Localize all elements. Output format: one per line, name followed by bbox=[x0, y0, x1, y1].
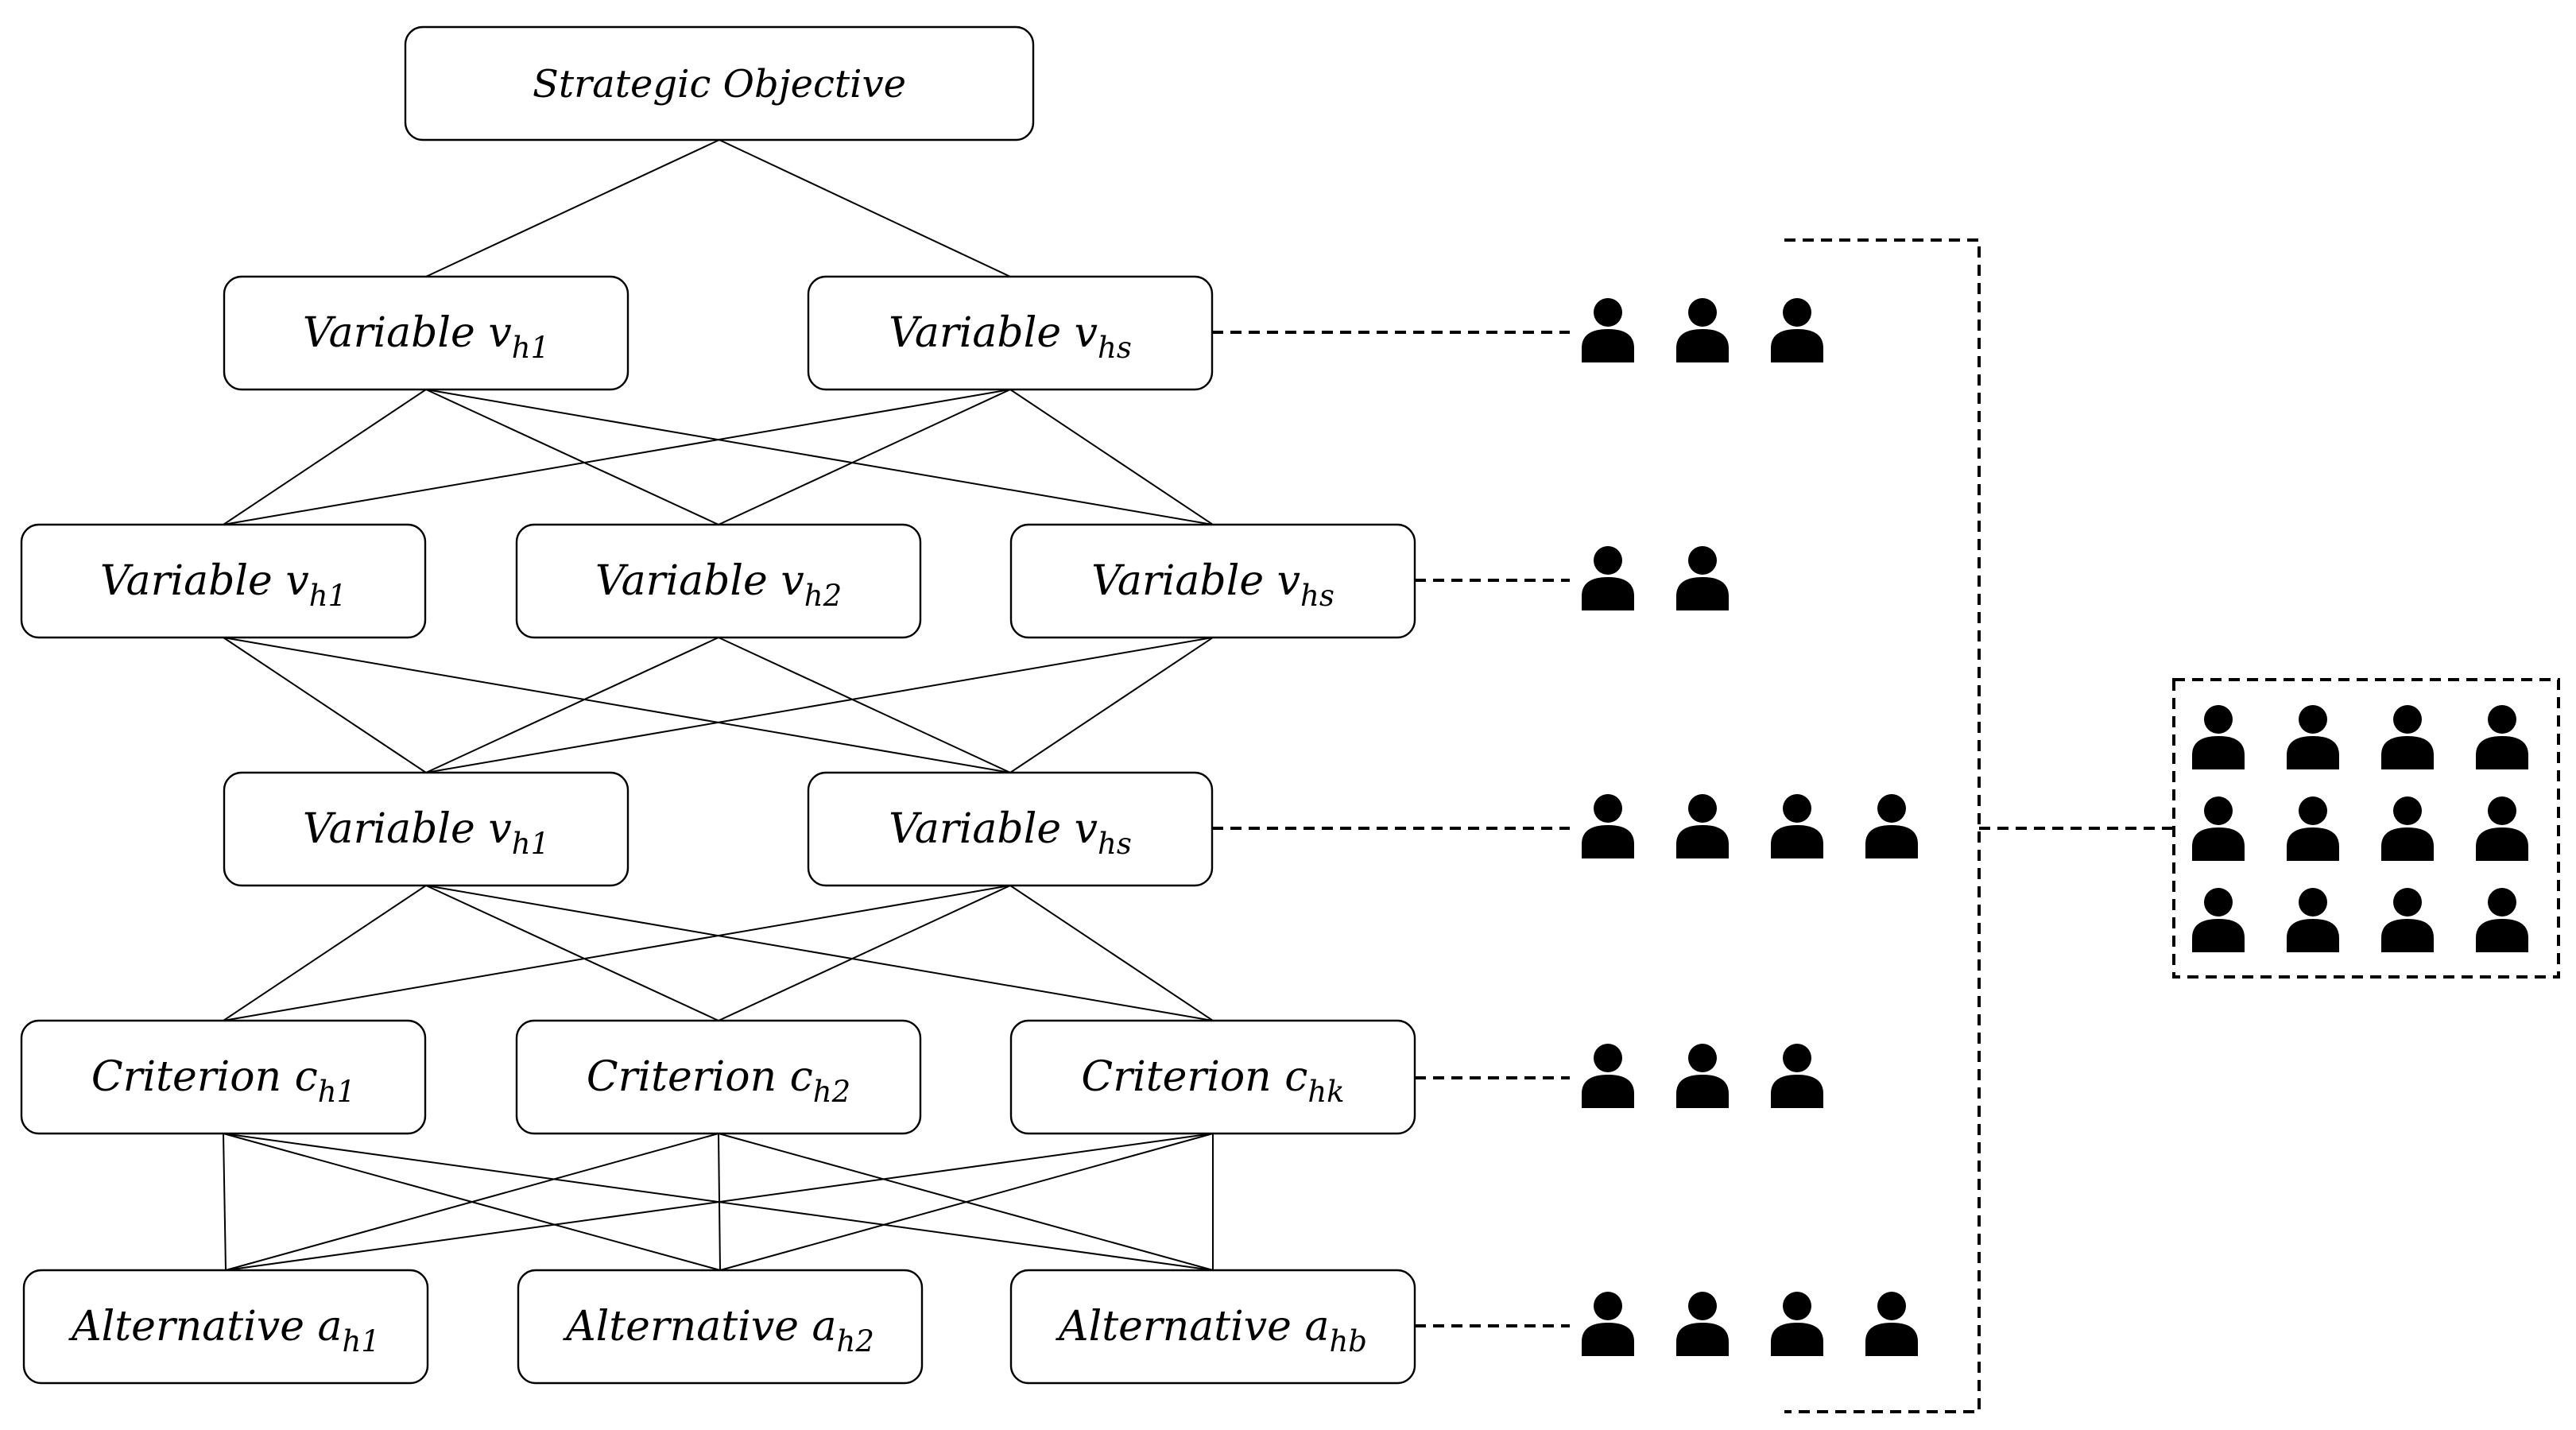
person-icon bbox=[1676, 298, 1729, 362]
level3-variable-label: Variable vhs bbox=[889, 805, 1132, 861]
person-icon bbox=[1865, 1292, 1918, 1356]
participant-groups bbox=[1582, 298, 1918, 1356]
person-icon bbox=[2192, 796, 2245, 861]
participant-bracket bbox=[1784, 238, 1981, 1413]
person-icon bbox=[2192, 888, 2245, 952]
connector-line bbox=[1009, 389, 1214, 525]
person-icon bbox=[1771, 794, 1823, 858]
criterion-label: Criterion chk bbox=[1081, 1053, 1344, 1109]
connector-line bbox=[1009, 637, 1214, 773]
strategic-objective-node: Strategic Objective bbox=[404, 25, 1035, 141]
connector-line bbox=[718, 389, 1011, 525]
level2-variable-node: Variable vhs bbox=[1009, 523, 1416, 639]
person-icon bbox=[1676, 794, 1729, 858]
connector-line bbox=[425, 885, 1214, 1021]
alternative-node: Alternative ah2 bbox=[517, 1269, 924, 1385]
level3-variable-label: Variable vh1 bbox=[303, 805, 549, 861]
connector-line bbox=[225, 1133, 719, 1271]
connector-line bbox=[425, 637, 1214, 773]
connector-line bbox=[425, 885, 719, 1021]
person-icon bbox=[1676, 1044, 1729, 1108]
connector-line bbox=[718, 885, 1011, 1021]
connector-line bbox=[425, 139, 720, 277]
person-icon bbox=[1771, 298, 1823, 362]
person-icon bbox=[2287, 888, 2339, 952]
connector-line bbox=[425, 389, 1214, 525]
connector-line bbox=[223, 1133, 227, 1271]
connector-line bbox=[225, 1133, 1214, 1271]
connector-line bbox=[223, 885, 1011, 1021]
person-icon bbox=[2476, 888, 2528, 952]
person-icon bbox=[2381, 888, 2434, 952]
level1-variable-node: Variable vh1 bbox=[223, 275, 629, 391]
alternative-node: Alternative ah1 bbox=[22, 1269, 429, 1385]
level2-variable-label: Variable vh1 bbox=[100, 557, 347, 613]
alternative-label: Alternative ah1 bbox=[68, 1303, 380, 1358]
person-icon bbox=[2476, 705, 2528, 769]
participant-pool bbox=[2192, 705, 2528, 952]
person-icon bbox=[1771, 1044, 1823, 1108]
level2-variable-label: Variable vh2 bbox=[595, 557, 842, 613]
person-icon bbox=[2381, 705, 2434, 769]
person-icon bbox=[1865, 794, 1918, 858]
person-icon bbox=[1582, 298, 1634, 362]
connector-line bbox=[719, 1133, 1214, 1271]
connector-line bbox=[1009, 885, 1214, 1021]
criterion-label: Criterion ch2 bbox=[587, 1053, 850, 1109]
person-icon bbox=[1582, 546, 1634, 610]
alternative-label: Alternative ahb bbox=[1056, 1303, 1367, 1358]
person-icon bbox=[1676, 546, 1729, 610]
connector-line bbox=[223, 389, 427, 525]
criterion-label: Criterion ch1 bbox=[91, 1053, 355, 1109]
criterion-node: Criterion ch1 bbox=[20, 1019, 427, 1135]
connector-line bbox=[425, 637, 719, 773]
alternative-node: Alternative ahb bbox=[1009, 1269, 1416, 1385]
connector-line bbox=[718, 637, 1011, 773]
criterion-node: Criterion ch2 bbox=[515, 1019, 922, 1135]
level1-variable-label: Variable vh1 bbox=[303, 309, 549, 365]
level3-variable-node: Variable vh1 bbox=[223, 771, 629, 887]
connector-line bbox=[223, 885, 427, 1021]
alternative-label: Alternative ah2 bbox=[563, 1303, 874, 1358]
connector-line bbox=[223, 389, 1011, 525]
person-icon bbox=[2287, 705, 2339, 769]
participant-pool-box bbox=[2172, 678, 2560, 979]
connector-line bbox=[425, 389, 719, 525]
connector-lines bbox=[223, 139, 1214, 1271]
person-icon bbox=[1771, 1292, 1823, 1356]
level2-variable-label: Variable vhs bbox=[1091, 557, 1334, 613]
person-icon bbox=[1582, 794, 1634, 858]
level1-variable-label: Variable vhs bbox=[889, 309, 1132, 365]
person-icon bbox=[1582, 1292, 1634, 1356]
level2-variable-node: Variable vh2 bbox=[515, 523, 922, 639]
criterion-node: Criterion chk bbox=[1009, 1019, 1416, 1135]
person-icon bbox=[1582, 1044, 1634, 1108]
participant-links bbox=[1212, 238, 2174, 1413]
level3-variable-node: Variable vhs bbox=[807, 771, 1214, 887]
person-icon bbox=[1676, 1292, 1729, 1356]
connector-line bbox=[223, 637, 1011, 773]
connector-line bbox=[719, 139, 1011, 277]
person-icon bbox=[2192, 705, 2245, 769]
person-icon bbox=[2381, 796, 2434, 861]
level2-variable-node: Variable vh1 bbox=[20, 523, 427, 639]
strategic-objective-label: Strategic Objective bbox=[533, 62, 906, 107]
level1-variable-node: Variable vhs bbox=[807, 275, 1214, 391]
person-icon bbox=[2476, 796, 2528, 861]
person-icon bbox=[2287, 796, 2339, 861]
connector-line bbox=[223, 637, 427, 773]
